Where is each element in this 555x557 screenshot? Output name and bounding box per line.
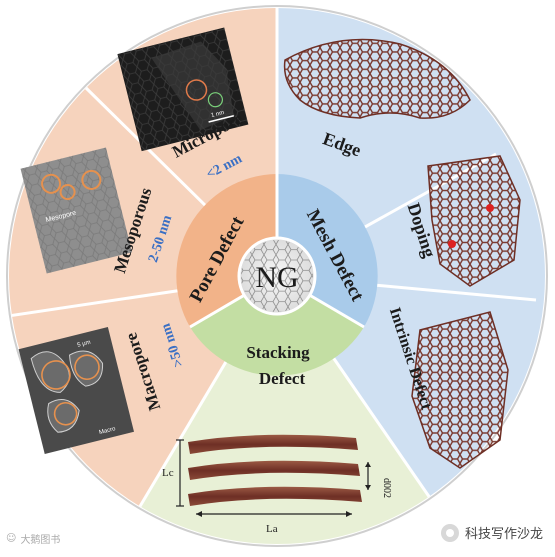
source-watermark[interactable]: 科技写作沙龙 bbox=[440, 523, 543, 542]
stacking-sector bbox=[139, 276, 430, 544]
source-watermark-text: 大鹅图书 bbox=[20, 535, 61, 546]
watermark-text: 科技写作沙龙 bbox=[464, 527, 543, 542]
dopant-atom-2 bbox=[448, 240, 456, 248]
micropore-scale-label: 1 nm bbox=[211, 110, 225, 119]
stacking-title-line2: Defect bbox=[259, 369, 306, 388]
stacking-title-line1: Stacking bbox=[246, 343, 310, 362]
source-watermark-left: ☺ 大鹅图书 bbox=[6, 531, 60, 546]
wechat-icon bbox=[440, 523, 459, 542]
center-ng-label: NG bbox=[255, 261, 298, 294]
doping-graphene-model bbox=[427, 155, 521, 287]
micropore-micrograph: 1 nm bbox=[117, 27, 249, 152]
intrinsic-graphene-model bbox=[411, 311, 509, 469]
edge-graphene-model bbox=[283, 38, 471, 119]
lc-label: Lc bbox=[162, 467, 174, 479]
macropore-scale-label: 5 μm bbox=[77, 340, 92, 349]
source-logo-icon: ☺ bbox=[6, 533, 17, 544]
macropore-micrograph: 5 μm Macro bbox=[18, 326, 135, 455]
macropore-caption: Macro bbox=[99, 426, 117, 436]
dopant-atom-1 bbox=[486, 204, 494, 212]
mesoporous-micrograph: Mesopore bbox=[20, 147, 133, 274]
d002-label: d002 bbox=[381, 478, 392, 498]
stacked-graphene-layers: Lc La d002 bbox=[162, 434, 392, 535]
la-label: La bbox=[266, 523, 278, 535]
stacking-inner-sector bbox=[190, 276, 364, 376]
